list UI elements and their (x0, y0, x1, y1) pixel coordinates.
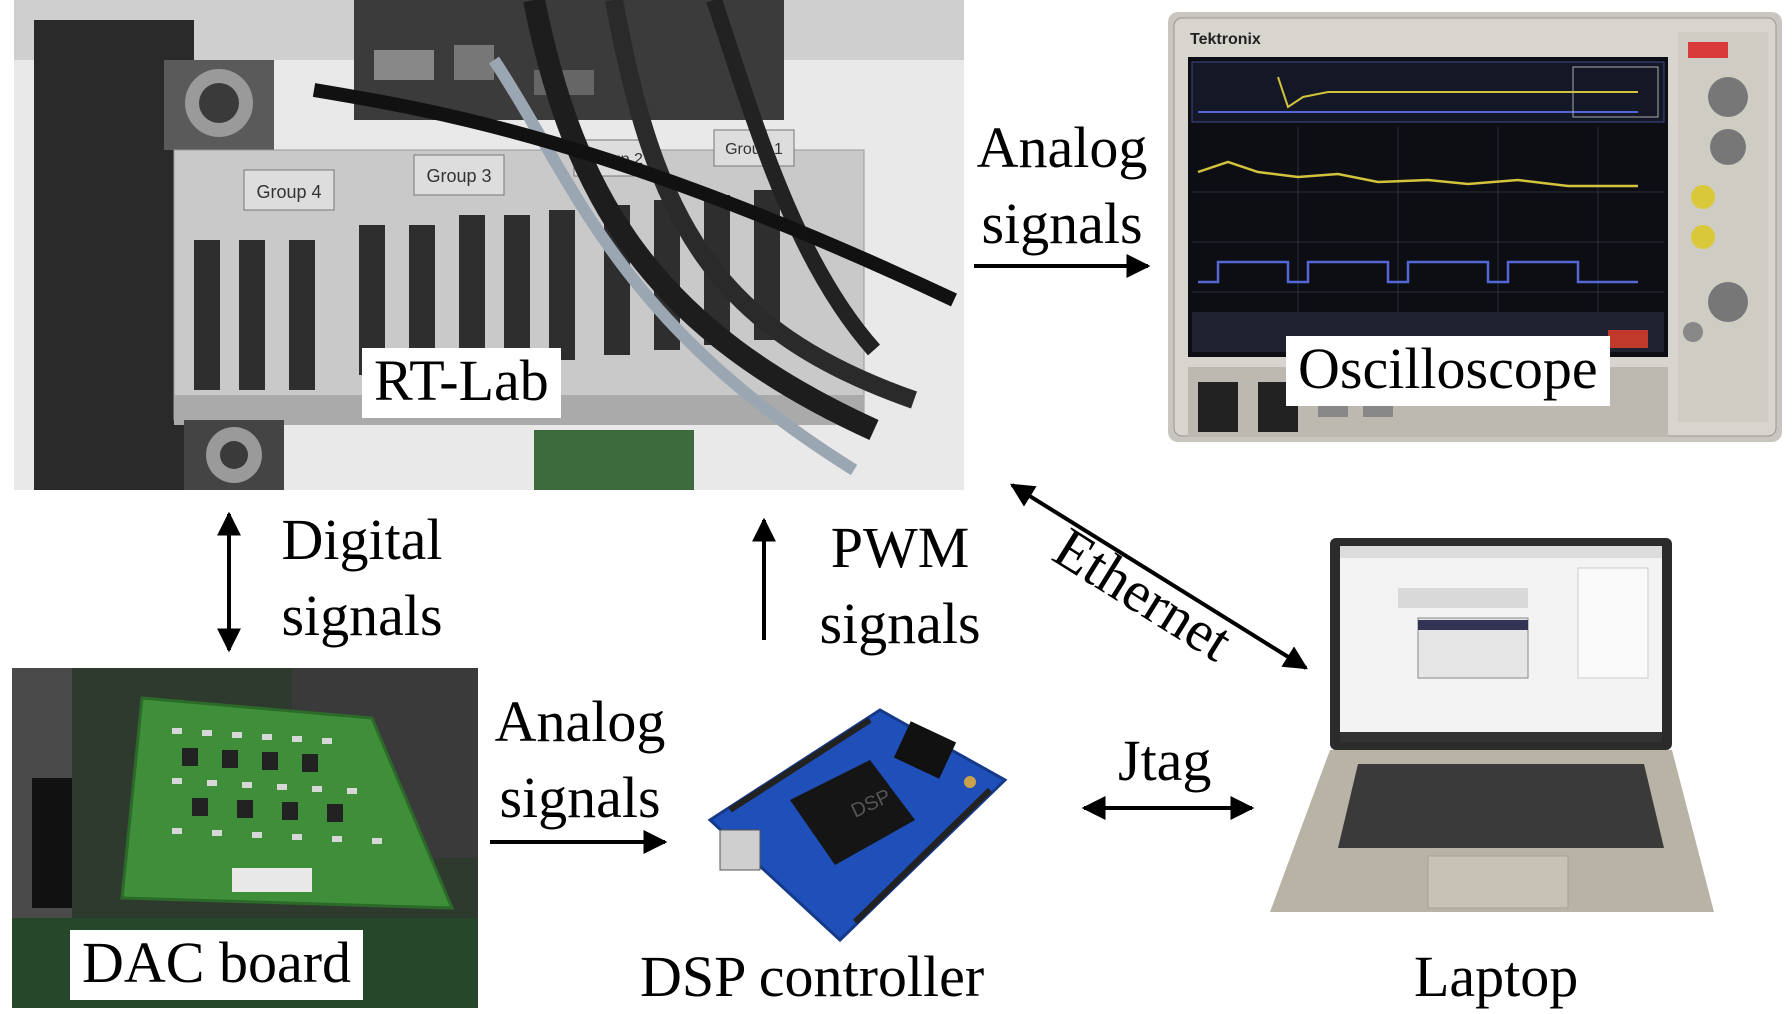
svg-text:Group 4: Group 4 (256, 182, 321, 202)
pwm-signals-line1: PWM (830, 515, 970, 580)
analog-signals-top-label: Analog signals (962, 110, 1162, 262)
oscilloscope-label: Oscilloscope (1286, 336, 1610, 406)
arrow-rtlab-laptop-ethernet (1009, 483, 1309, 670)
analog-signals-top-line1: Analog (976, 115, 1148, 180)
pwm-signals-line2: signals (819, 591, 981, 656)
analog-signals-bottom-label: Analog signals (480, 684, 680, 836)
analog-signals-bottom-line2: signals (499, 765, 661, 830)
dsp-controller-label: DSP controller (640, 944, 985, 1009)
analog-signals-top-line2: signals (981, 191, 1143, 256)
svg-text:Tektronix: Tektronix (1190, 31, 1261, 48)
digital-signals-line2: signals (281, 583, 443, 648)
digital-signals-line1: Digital (281, 507, 443, 572)
laptop-photo (1268, 528, 1716, 914)
pwm-signals-label: PWM signals (800, 510, 1000, 662)
dsp-controller-photo: DSP (680, 690, 1020, 950)
laptop-label: Laptop (1414, 944, 1579, 1009)
dac-board-label: DAC board (70, 930, 364, 1000)
svg-text:Group 3: Group 3 (426, 166, 491, 186)
rtlab-photo: Group 4 Group 3 Group 2 Group 1 (14, 0, 964, 490)
digital-signals-label: Digital signals (262, 502, 462, 654)
jtag-label: Jtag (1118, 728, 1212, 793)
analog-signals-bottom-line1: Analog (494, 689, 666, 754)
rtlab-label: RT-Lab (362, 348, 561, 418)
